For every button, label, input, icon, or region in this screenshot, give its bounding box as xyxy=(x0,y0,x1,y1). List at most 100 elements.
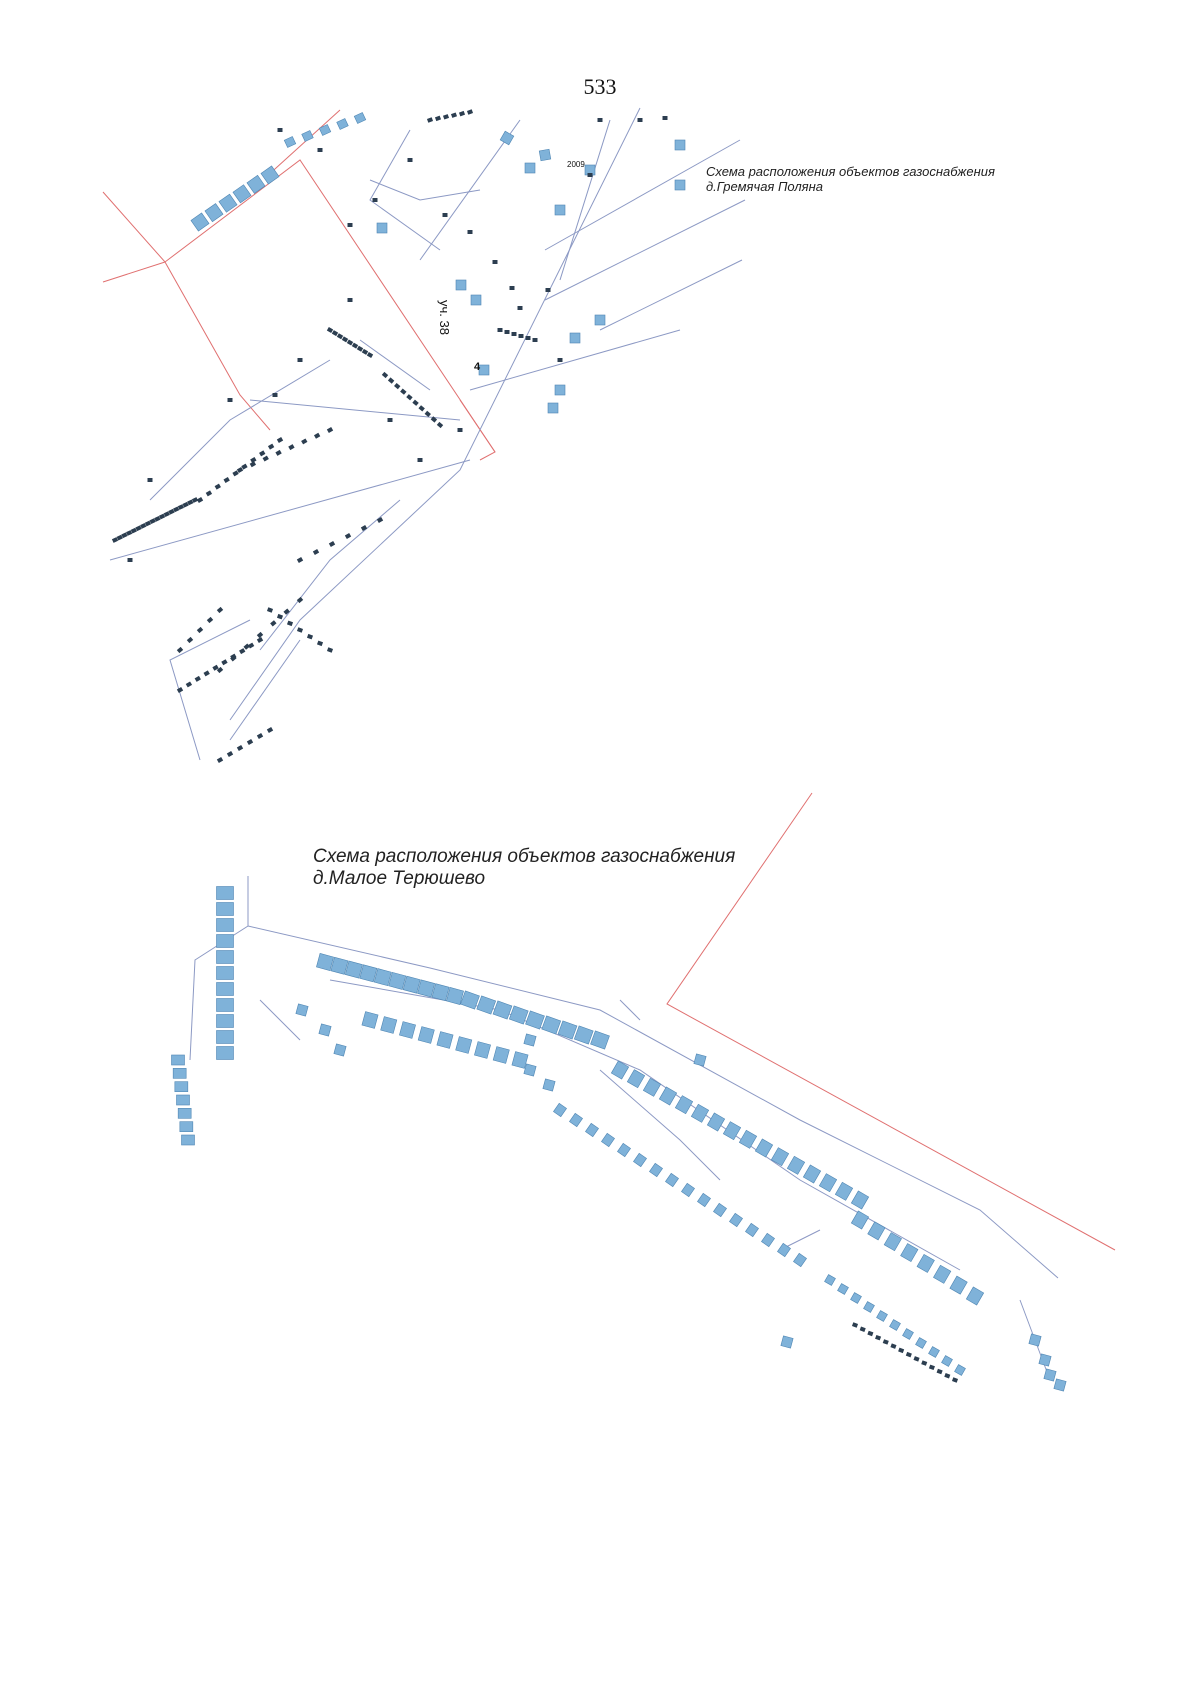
building xyxy=(915,1337,927,1349)
building-marker xyxy=(597,118,603,122)
map-title-line: Схема расположения объектов газоснабжени… xyxy=(706,164,995,179)
building-marker xyxy=(394,382,401,390)
street-line xyxy=(169,619,251,761)
building xyxy=(557,1020,578,1040)
boundary-line xyxy=(102,159,496,453)
building xyxy=(902,1328,914,1340)
buildings xyxy=(171,886,1067,1392)
building-marker xyxy=(497,328,503,332)
boundary-line xyxy=(102,261,271,431)
building-marker xyxy=(111,537,119,543)
map-title-teryushevo: Схема расположения объектов газоснабжени… xyxy=(313,846,735,890)
building xyxy=(190,212,210,232)
building xyxy=(492,1046,510,1064)
building xyxy=(246,174,266,194)
building-marker xyxy=(185,681,193,688)
pipeline-network xyxy=(109,107,746,761)
building xyxy=(786,1155,806,1175)
building xyxy=(626,1069,646,1089)
building xyxy=(295,1003,309,1017)
building-marker xyxy=(250,457,257,463)
building-marker xyxy=(256,637,264,643)
building xyxy=(553,1102,567,1118)
building-marker xyxy=(400,388,407,395)
building xyxy=(780,1335,794,1349)
building xyxy=(476,995,497,1015)
building-marker xyxy=(144,520,152,527)
plot-label: уч. 38 xyxy=(437,300,452,335)
building-marker xyxy=(525,336,531,340)
building xyxy=(216,1014,234,1028)
building xyxy=(431,983,450,1002)
building xyxy=(455,1036,473,1054)
building-marker xyxy=(283,608,290,615)
building xyxy=(216,1046,234,1060)
building xyxy=(761,1232,775,1248)
building-marker xyxy=(147,478,153,482)
building xyxy=(745,1222,759,1238)
building-marker xyxy=(182,501,189,508)
building-marker xyxy=(406,394,413,401)
building xyxy=(573,1025,594,1045)
building xyxy=(649,1162,663,1178)
building-marker xyxy=(434,115,442,122)
building-marker xyxy=(116,534,123,541)
building xyxy=(601,1132,615,1148)
main-pipeline xyxy=(229,107,641,721)
building-marker xyxy=(270,620,277,627)
building xyxy=(554,384,566,396)
building xyxy=(417,1026,435,1044)
street-line xyxy=(619,999,641,1021)
building-marker xyxy=(328,541,336,547)
building xyxy=(499,130,515,146)
building-marker xyxy=(272,393,278,397)
street-line xyxy=(369,179,481,201)
building xyxy=(706,1112,726,1132)
building-marker xyxy=(450,112,458,118)
building xyxy=(538,148,552,162)
building-marker xyxy=(407,158,413,162)
building xyxy=(665,1172,679,1188)
building-marker xyxy=(356,345,364,352)
building-marker xyxy=(247,642,255,649)
building xyxy=(353,112,367,124)
building-marker xyxy=(928,1364,935,1371)
building xyxy=(460,990,480,1010)
building-marker xyxy=(381,371,389,379)
street-line xyxy=(329,979,961,1271)
boundary-line xyxy=(264,109,341,179)
building xyxy=(470,294,482,306)
building-marker xyxy=(898,1347,905,1354)
building xyxy=(336,118,349,130)
building xyxy=(547,402,559,414)
building-marker xyxy=(360,525,368,531)
building-marker xyxy=(256,631,264,639)
buildings xyxy=(190,112,686,414)
building-marker xyxy=(466,109,474,115)
building xyxy=(965,1286,985,1306)
building-marker xyxy=(296,627,304,633)
building-marker xyxy=(173,506,180,513)
building-marker xyxy=(859,1326,866,1332)
building-marker xyxy=(306,633,314,640)
building-marker xyxy=(262,455,269,462)
building-marker xyxy=(442,114,450,120)
building-marker xyxy=(126,530,133,536)
building-marker xyxy=(905,1351,912,1358)
building xyxy=(610,1060,630,1080)
building-marker xyxy=(216,666,224,674)
building-marker xyxy=(511,332,517,336)
building-marker xyxy=(326,327,334,333)
building xyxy=(359,964,378,983)
building xyxy=(541,1015,562,1035)
building-marker xyxy=(276,613,284,620)
building xyxy=(318,1023,332,1037)
building xyxy=(380,1016,398,1034)
building xyxy=(216,982,234,996)
building xyxy=(523,1063,537,1077)
building xyxy=(216,950,234,964)
building xyxy=(399,1021,416,1039)
building xyxy=(738,1129,758,1149)
building-marker xyxy=(517,306,523,310)
